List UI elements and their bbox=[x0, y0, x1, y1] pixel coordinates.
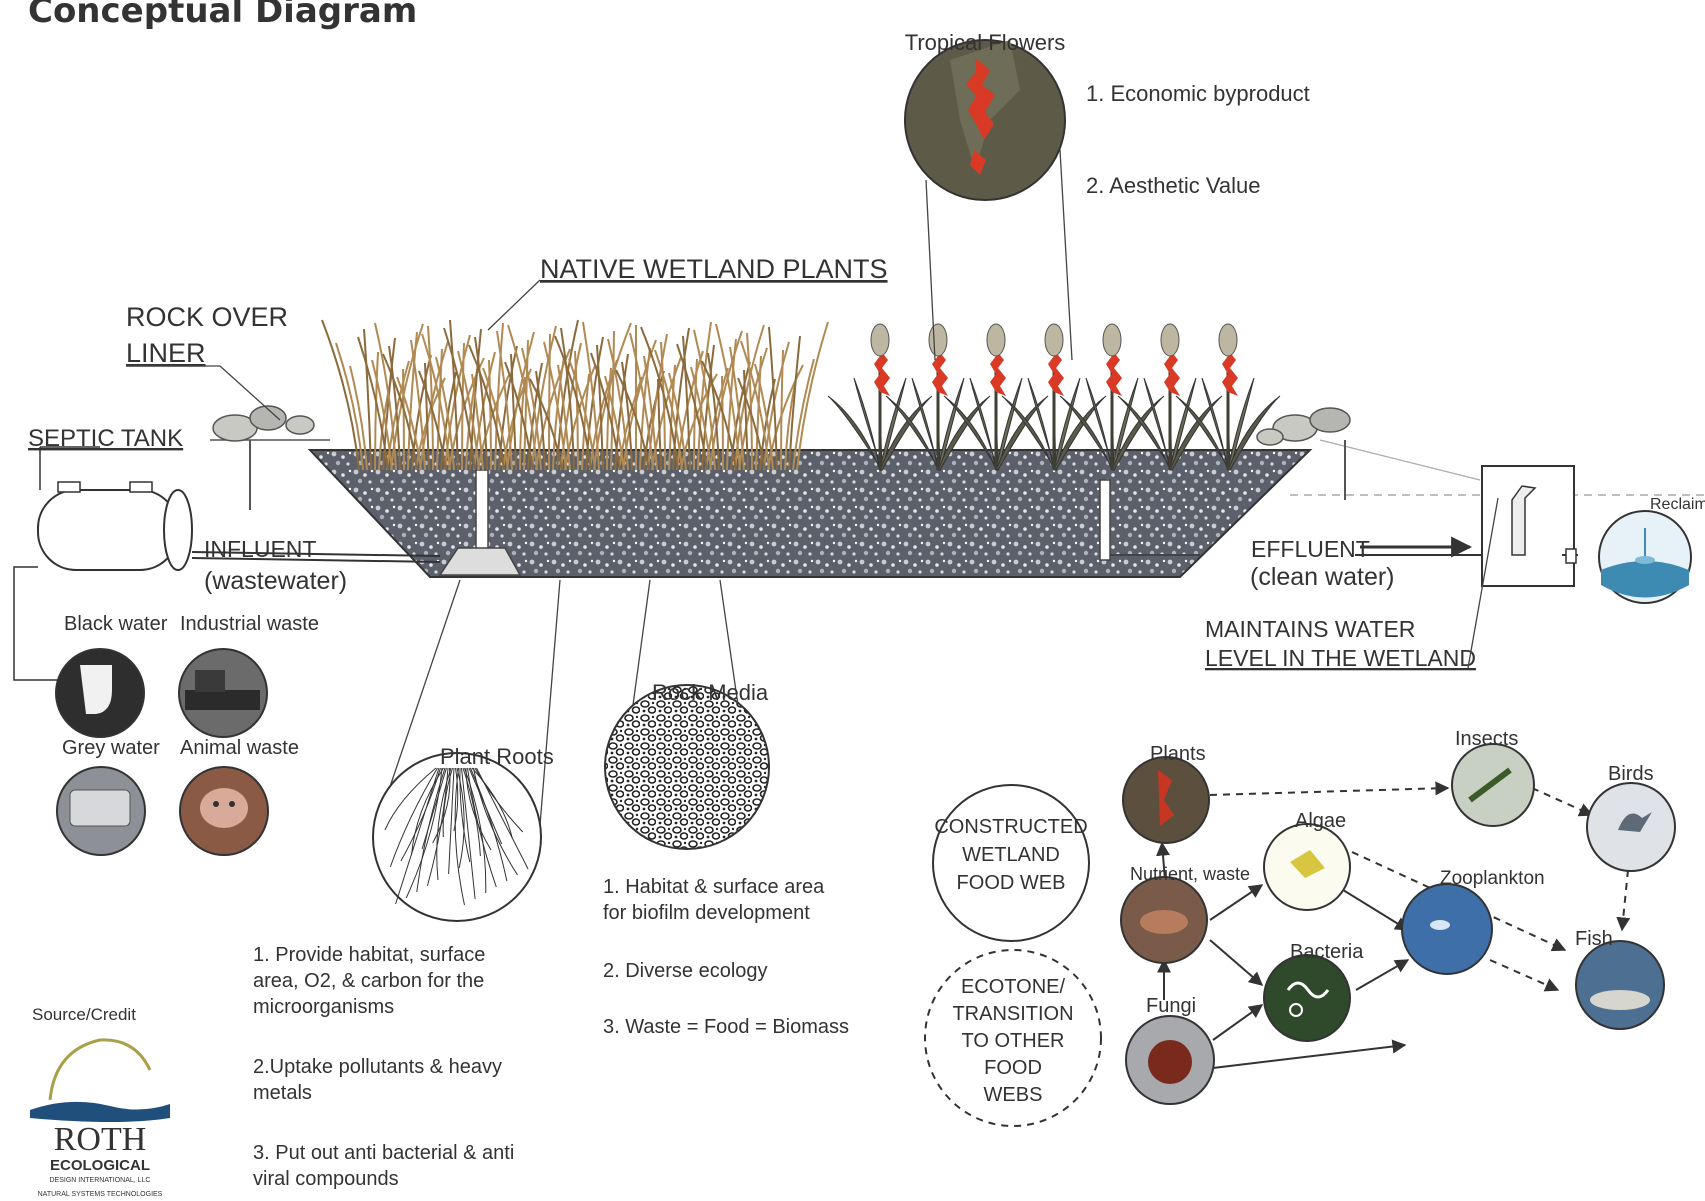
logo-name: ROTH bbox=[54, 1121, 147, 1158]
tropical-flowers-label: Tropical Flowers bbox=[905, 30, 1066, 55]
node-algae-label: Algae bbox=[1295, 810, 1346, 832]
roots-note-2a: 2.Uptake pollutants & heavy bbox=[253, 1056, 502, 1078]
node-algae: Algae bbox=[1264, 810, 1350, 910]
node-insects: Insects bbox=[1452, 728, 1534, 826]
node-plants-label: Plants bbox=[1150, 743, 1206, 765]
roth-logo: ROTH ECOLOGICAL DESIGN INTERNATIONAL, LL… bbox=[30, 1040, 170, 1198]
roots-note-1a: 1. Provide habitat, surface bbox=[253, 944, 485, 966]
ecotone-2: TRANSITION bbox=[952, 1003, 1073, 1025]
food-web-arrows bbox=[1162, 788, 1628, 1068]
ecotone-3: TO OTHER bbox=[962, 1030, 1065, 1052]
food-web-center-1: CONSTRUCTED bbox=[934, 816, 1087, 838]
effluent-sub-label: (clean water) bbox=[1250, 563, 1395, 591]
roots-note-3b: viral compounds bbox=[253, 1168, 399, 1190]
node-plants: Plants bbox=[1123, 743, 1209, 843]
tropical-flower-plants bbox=[828, 324, 1280, 470]
rock-media-label: Rock Media bbox=[652, 680, 769, 705]
node-fungi: Fungi bbox=[1126, 995, 1214, 1104]
food-web-center-3: FOOD WEB bbox=[957, 872, 1066, 894]
node-fish: Fish bbox=[1575, 928, 1664, 1029]
node-birds: Birds bbox=[1587, 763, 1675, 871]
food-web-center-2: WETLAND bbox=[962, 844, 1060, 866]
rock-note-1b: for biofilm development bbox=[603, 902, 810, 924]
rock-over-liner-label-2: LINER bbox=[126, 338, 206, 368]
industrial-waste-circle: Industrial waste bbox=[179, 613, 319, 737]
rock-note-2: 2. Diverse ecology bbox=[603, 960, 768, 982]
node-nutrient-label: Nutrient, waste bbox=[1130, 864, 1250, 884]
influent-label: INFLUENT bbox=[204, 536, 316, 562]
black-water-circle: Black water bbox=[56, 613, 168, 737]
source-credit-label: Source/Credit bbox=[32, 1005, 136, 1024]
node-bacteria-label: Bacteria bbox=[1290, 941, 1364, 963]
node-insects-label: Insects bbox=[1455, 728, 1518, 750]
diagram-title: Conceptual Diagram bbox=[28, 0, 417, 31]
roots-note-3a: 3. Put out anti bacterial & anti bbox=[253, 1142, 514, 1164]
roots-note-2b: metals bbox=[253, 1082, 312, 1104]
animal-waste-label: Animal waste bbox=[180, 737, 299, 759]
logo-sub: ECOLOGICAL bbox=[50, 1157, 150, 1174]
reclaimed-water-label: Reclaimed water for reuse bbox=[1650, 496, 1705, 513]
native-plants-label: NATIVE WETLAND PLANTS bbox=[540, 254, 888, 284]
septic-tank-label: SEPTIC TANK bbox=[28, 425, 183, 452]
rock-media-circle: Rock Media bbox=[605, 580, 769, 849]
ecotone-5: WEBS bbox=[984, 1084, 1043, 1106]
native-wetland-reeds bbox=[322, 320, 828, 470]
food-web: CONSTRUCTED WETLAND FOOD WEB ECOTONE/ TR… bbox=[925, 728, 1675, 1126]
logo-tag-2: NATURAL SYSTEMS TECHNOLOGIES bbox=[38, 1191, 163, 1198]
logo-tag-1: DESIGN INTERNATIONAL, LLC bbox=[49, 1177, 150, 1184]
node-fish-label: Fish bbox=[1575, 928, 1613, 950]
influent-sub-label: (wastewater) bbox=[204, 567, 347, 595]
rock-over-liner-label: ROCK OVER bbox=[126, 302, 288, 332]
roots-note-1c: microorganisms bbox=[253, 996, 394, 1018]
tropical-flowers-circle: Tropical Flowers bbox=[905, 30, 1072, 360]
grey-water-circle: Grey water bbox=[57, 737, 160, 855]
reclaimed-water-circle: Reclaimed water for reuse bbox=[1599, 496, 1705, 603]
node-nutrient: Nutrient, waste bbox=[1121, 864, 1250, 963]
ecotone-1: ECOTONE/ bbox=[961, 976, 1066, 998]
rock-note-3: 3. Waste = Food = Biomass bbox=[603, 1016, 849, 1038]
roots-note-1b: area, O2, & carbon for the bbox=[253, 970, 484, 992]
animal-waste-circle: Animal waste bbox=[180, 737, 299, 855]
node-fungi-label: Fungi bbox=[1146, 995, 1196, 1017]
flower-note-2: 2. Aesthetic Value bbox=[1086, 173, 1261, 198]
node-zooplankton-label: Zooplankton bbox=[1440, 868, 1545, 889]
plant-roots-circle: Plant Roots bbox=[373, 580, 560, 921]
ecotone-4: FOOD bbox=[984, 1057, 1042, 1079]
effluent-label: EFFLUENT bbox=[1251, 536, 1370, 562]
rock-note-1a: 1. Habitat & surface area bbox=[603, 876, 825, 898]
flower-note-1: 1. Economic byproduct bbox=[1086, 81, 1310, 106]
maintains-label: MAINTAINS WATER bbox=[1205, 616, 1415, 642]
node-bacteria: Bacteria bbox=[1264, 941, 1364, 1041]
industrial-waste-label: Industrial waste bbox=[180, 613, 319, 635]
grey-water-label: Grey water bbox=[62, 737, 160, 759]
plant-roots-label: Plant Roots bbox=[440, 744, 554, 769]
black-water-label: Black water bbox=[64, 613, 168, 635]
node-birds-label: Birds bbox=[1608, 763, 1654, 785]
maintains-label-2: LEVEL IN THE WETLAND bbox=[1205, 645, 1476, 671]
